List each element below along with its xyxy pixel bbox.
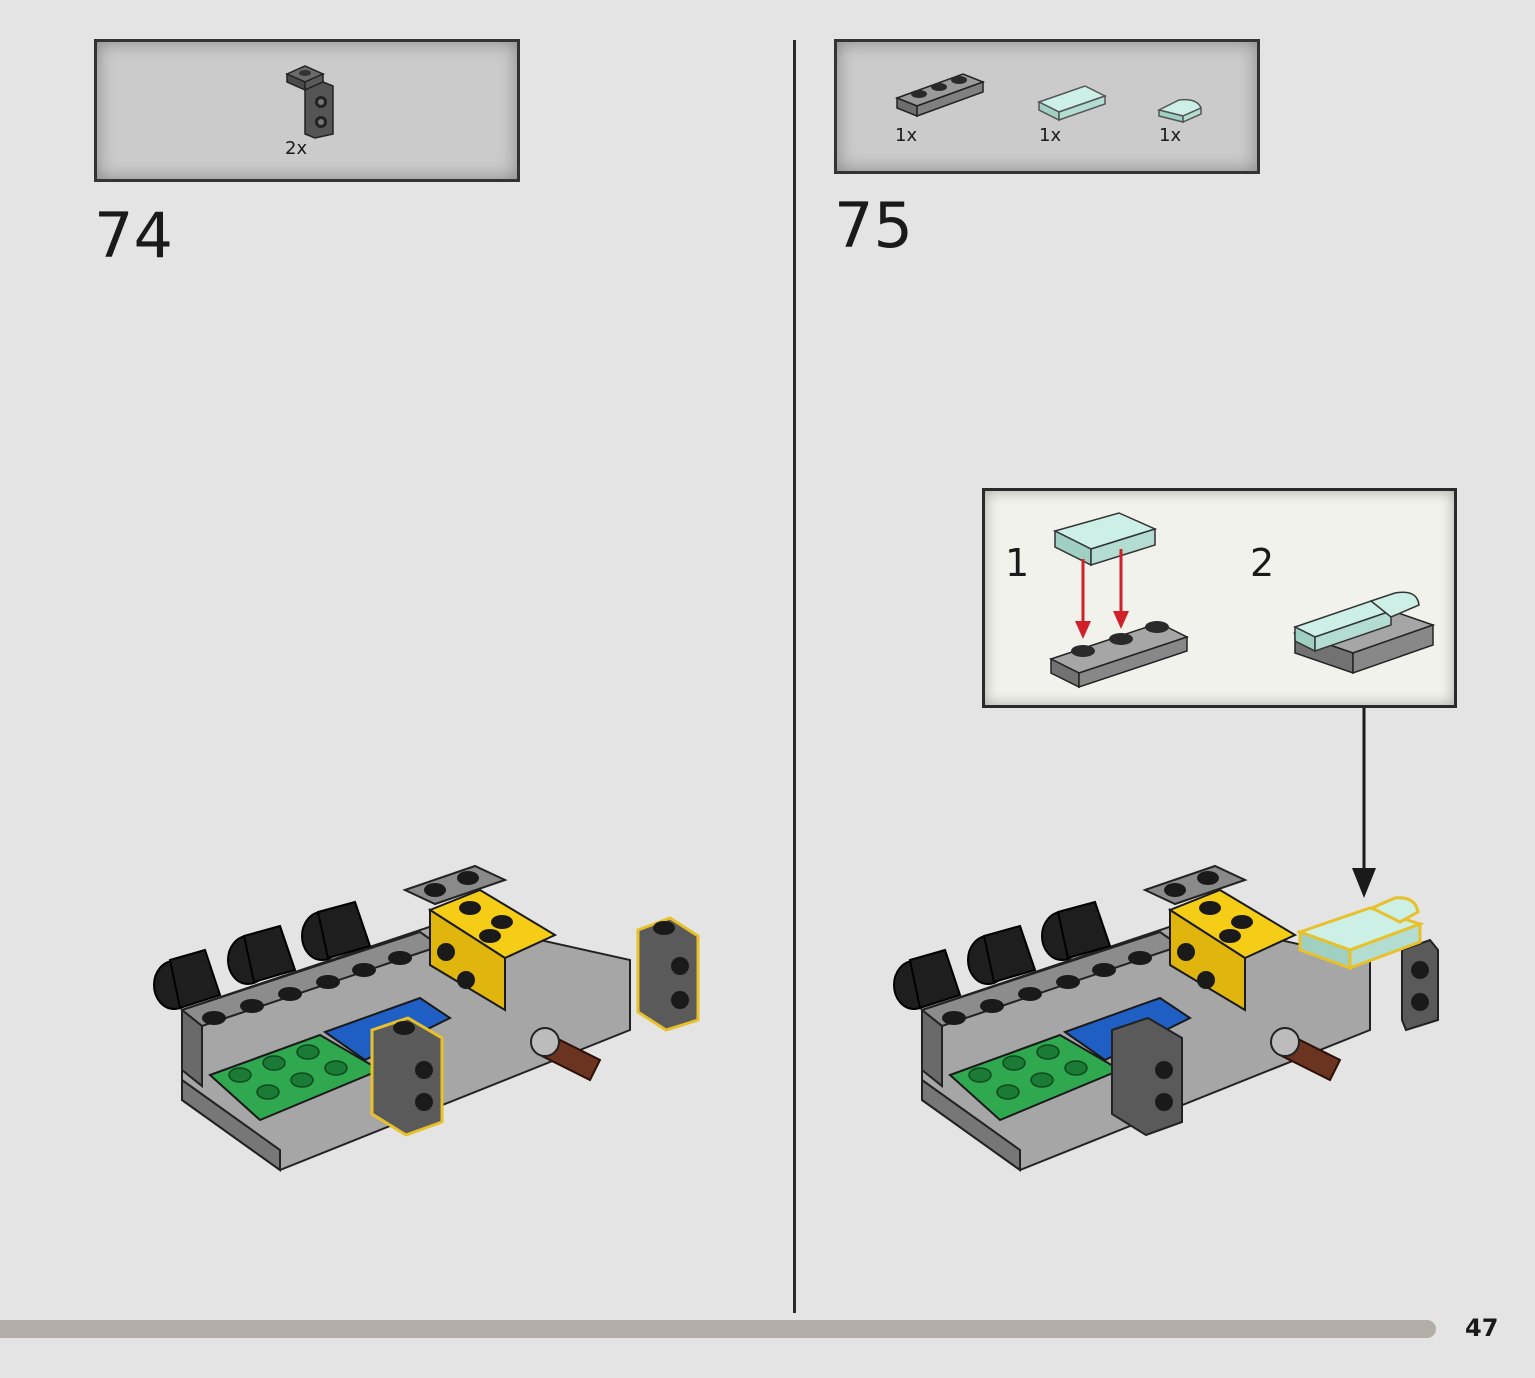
progress-bar [0,1320,1436,1338]
light-aqua-curved-tile-icon [1156,98,1202,124]
placement-arrow [1352,708,1376,898]
model-assembly-step-74 [153,864,700,1172]
gray-plate-1x3-icon [894,73,986,118]
part-quantity: 1x [1159,125,1182,146]
sub-step-number-2: 2 [1250,541,1275,585]
step-number-74: 74 [94,199,173,272]
sub-step-number-1: 1 [1005,541,1030,585]
parts-list-step-74: 2x [94,39,520,182]
dark-gray-bracket-icon [285,65,334,139]
page-number: 47 [1465,1314,1499,1342]
part-quantity: 1x [895,125,918,146]
sub-step-2-diagram [1292,591,1436,675]
sub-step-1-diagram [1049,512,1189,689]
parts-list-step-75: 1x 1x 1x [834,39,1260,174]
part-quantity: 2x [285,138,308,159]
page-divider [793,40,796,1313]
model-assembly-step-75 [893,864,1439,1172]
step-number-75: 75 [834,189,913,262]
light-aqua-tile-1x2-icon [1037,85,1107,122]
part-quantity: 1x [1039,125,1062,146]
sub-assembly-callout: 1 2 [982,488,1457,708]
